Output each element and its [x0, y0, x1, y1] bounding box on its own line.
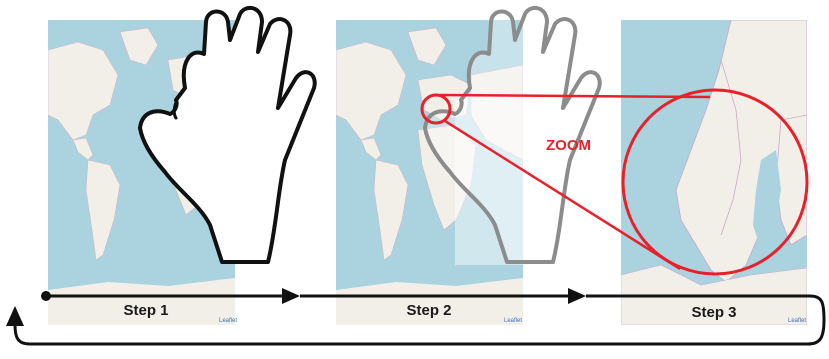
zoom-connector-top — [439, 93, 711, 99]
step-1-label: Step 1 — [123, 302, 169, 319]
arrowhead-1 — [282, 288, 300, 304]
step-3-label: Step 3 — [691, 304, 737, 321]
world-map-graphic — [336, 20, 523, 325]
arrowhead-2 — [568, 288, 586, 304]
zoom-label: ZOOM — [546, 137, 591, 154]
step-2-label: Step 2 — [406, 302, 452, 319]
arrowhead-return — [6, 306, 24, 326]
scandinavia-map-graphic — [621, 20, 807, 325]
leaflet-attribution-1[interactable]: Leaflet — [219, 318, 238, 324]
world-map-step-2 — [336, 20, 523, 325]
pinch-hand-icon — [423, 5, 602, 264]
flow-start-dot — [41, 291, 51, 301]
leaflet-attribution-2[interactable]: Leaflet — [504, 318, 523, 324]
zoom-highlight-band — [455, 95, 523, 265]
leaflet-attribution-3[interactable]: Leaflet — [788, 318, 807, 324]
flow-arrow-icon — [13, 294, 826, 346]
hand-gesture-icon — [138, 5, 317, 264]
zoom-circle-icon — [621, 88, 809, 276]
zoom-source-circle-icon — [420, 93, 452, 125]
zoom-connector-bottom — [444, 119, 681, 271]
